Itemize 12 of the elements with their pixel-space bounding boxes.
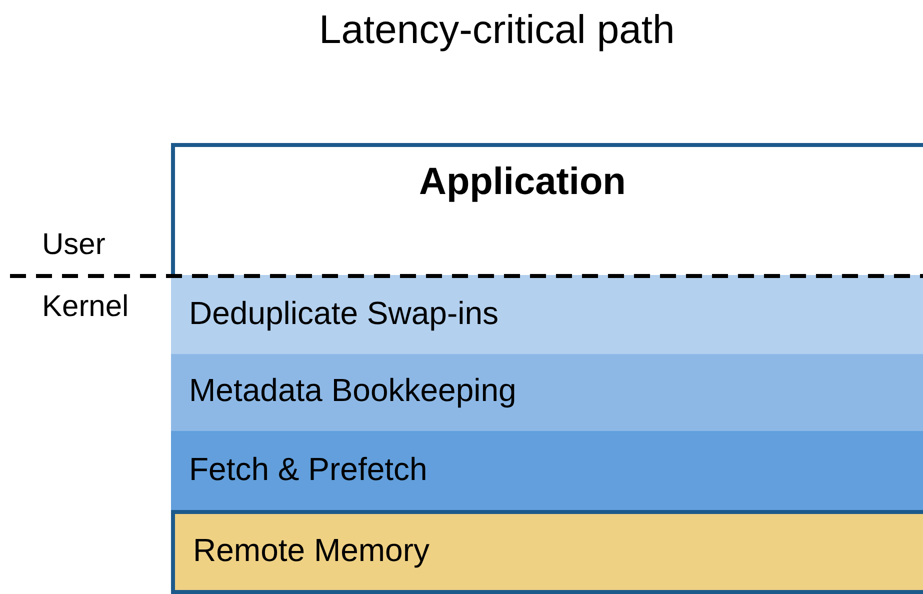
layer-label: Metadata Bookkeeping	[189, 372, 516, 409]
layer-bar	[171, 275, 923, 354]
diagram-title: Latency-critical path	[319, 8, 675, 53]
application-box	[171, 143, 923, 594]
layer-bar	[171, 431, 923, 510]
layer-label: Fetch & Prefetch	[189, 451, 428, 488]
layer-bar	[171, 354, 923, 431]
heading: Application	[419, 161, 626, 204]
layer-side-label: Kernel	[42, 290, 129, 324]
layer-label: Remote Memory	[193, 532, 430, 569]
layer-label: Deduplicate Swap-ins	[189, 295, 498, 332]
layer-side-label: User	[42, 228, 106, 262]
